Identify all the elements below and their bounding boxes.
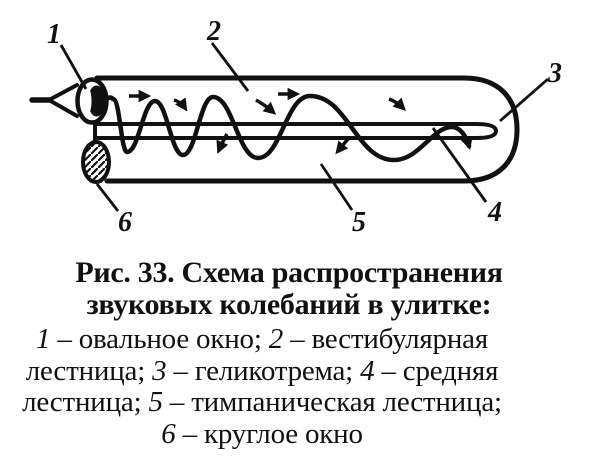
label-2-vestibular-scala: 2	[206, 16, 221, 47]
legend-num: 1	[36, 323, 51, 355]
round-window	[81, 140, 111, 184]
legend-text: лестница;	[25, 354, 153, 387]
label-4-middle-scala: 4	[487, 197, 502, 228]
flow-arrow-down	[216, 133, 229, 154]
legend-text: – геликотрема;	[166, 354, 361, 387]
label-1-oval-window: 1	[47, 19, 61, 50]
legend-text: – вестибулярная	[283, 323, 488, 355]
legend-line: 6 – круглое окно	[6, 417, 518, 451]
legend-text: – овальное окно;	[50, 323, 269, 355]
leader-line-5	[319, 163, 354, 211]
cochlea-diagram: 1 2 3 4 5 6	[29, 16, 562, 238]
cochlea-outline	[94, 75, 520, 184]
label-3-helicotrema: 3	[547, 58, 562, 89]
leader-line-4	[431, 127, 488, 203]
legend-num: 4	[360, 354, 375, 387]
leader-line-1	[59, 44, 88, 90]
legend-num: 5	[148, 386, 164, 418]
flow-arrow-down-right	[173, 97, 188, 112]
legend-num: 3	[152, 354, 167, 387]
legend-text: – тимпаническая лестница;	[162, 386, 502, 418]
flow-arrow-down-right	[388, 97, 406, 111]
oval-window	[75, 77, 109, 125]
label-6-round-window: 6	[118, 207, 132, 238]
leader-line-6	[95, 183, 120, 212]
caption-title-line1: Рис. 33. Схема распространения	[75, 256, 503, 289]
figure-caption-title: Рис. 33. Схема распространения звуковых …	[0, 257, 578, 321]
stapes-icon	[29, 83, 82, 118]
legend-text: лестница;	[22, 386, 149, 418]
label-5-tympanic-scala: 5	[352, 207, 366, 238]
sound-wave	[101, 93, 473, 163]
flow-arrow-down	[335, 137, 350, 155]
legend-line: лестница; 3 – геликотрема; 4 – средняя	[6, 354, 518, 388]
cochlear-partition	[95, 122, 499, 140]
legend-num: 2	[268, 323, 284, 355]
legend-line: лестница; 5 – тимпаническая лестница;	[6, 386, 518, 419]
caption-title-line2: звуковых колебаний в улитке:	[86, 288, 492, 321]
legend-line: 1 – овальное окно; 2 – вестибулярная	[6, 323, 518, 356]
legend-text: – круглое окно	[175, 417, 363, 450]
flow-arrow-down-right	[255, 98, 277, 115]
legend-text: – средняя	[374, 354, 499, 387]
legend-num: 6	[161, 417, 176, 450]
figure-legend: 1 – овальное окно; 2 – вестибулярная лес…	[6, 323, 518, 451]
leader-line-2	[210, 42, 250, 92]
leader-line-3	[499, 77, 549, 123]
